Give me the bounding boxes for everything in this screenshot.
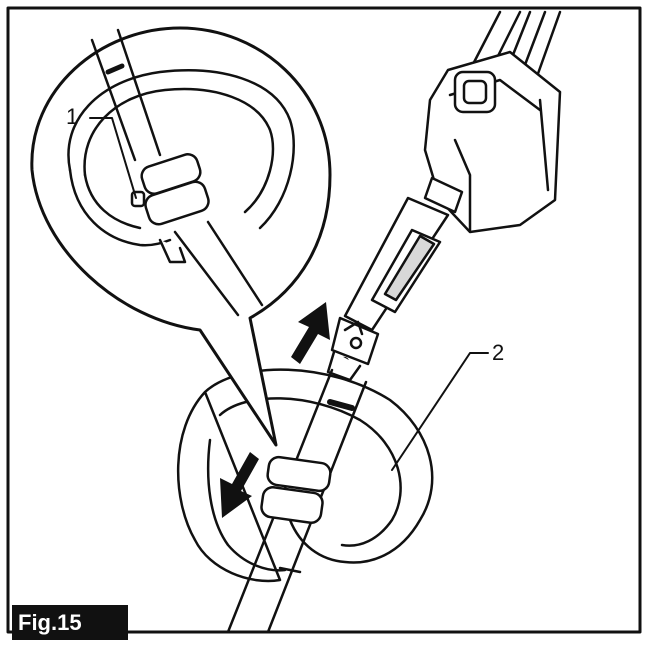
zoom-loop [67,69,295,264]
zoom-shaft [90,28,264,317]
callout-1-label: 1 [66,104,79,129]
arrow-down-icon [220,452,259,518]
handle-clamp [260,455,332,524]
callout-2-label: 2 [492,340,505,365]
arrow-up-icon [291,302,330,364]
handle-grip [343,176,464,332]
zoom-clamp [130,153,210,226]
loop-handle [176,368,434,583]
zoom-detail [30,26,332,447]
clamp-joint [326,316,380,382]
figure-label: Fig.15 [12,605,128,640]
callout-1-leader [89,117,137,199]
callout-2-leader [391,352,489,471]
battery-button [453,70,497,114]
